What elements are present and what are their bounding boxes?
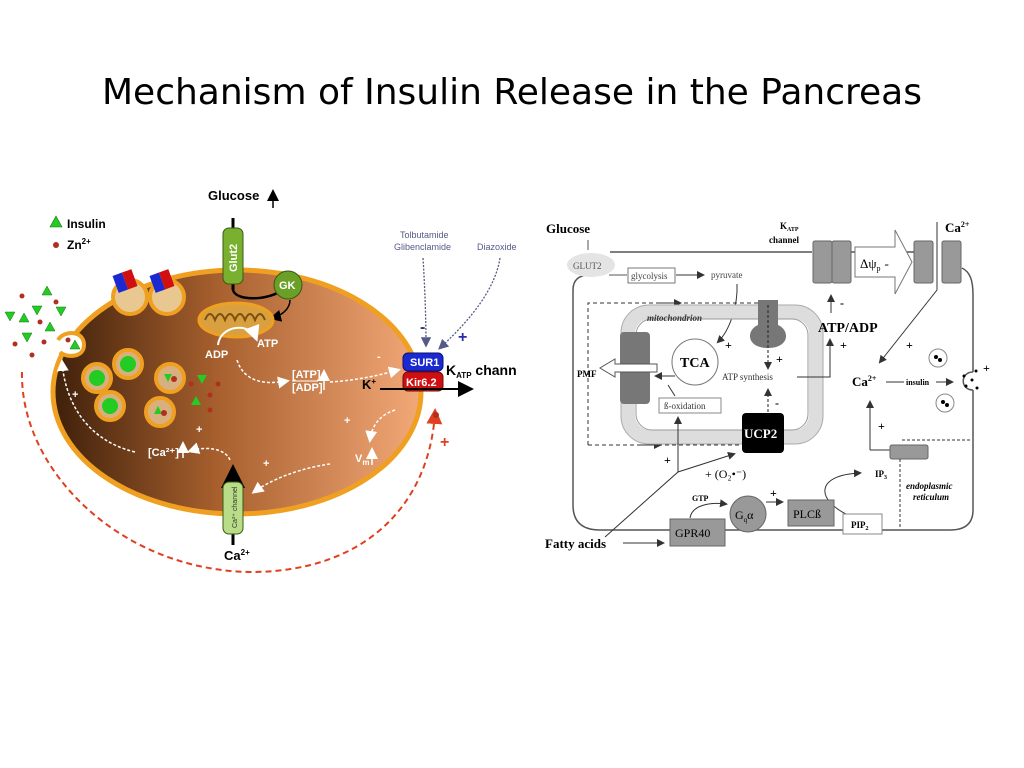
- pip2-box: [842, 513, 883, 535]
- atp-label: ATP: [257, 338, 278, 350]
- adp-label: ADP: [205, 349, 228, 361]
- drug-tolbutamide: Tolbutamide: [400, 230, 449, 240]
- slide-title: Mechanism of Insulin Release in the Panc…: [101, 72, 922, 113]
- plcb-enzyme: [787, 499, 835, 527]
- glut2-transporter: [222, 227, 244, 285]
- katp-channel-text: channel: [769, 235, 800, 245]
- er-plus: +: [878, 419, 885, 433]
- channel-plus: +: [263, 458, 269, 470]
- calcium-channel-label: Ca²⁺ channel: [232, 486, 239, 528]
- exocytosis-plus: +: [983, 361, 990, 375]
- tca-cycle: [671, 338, 719, 386]
- glut2-label-right: GLUT2: [573, 261, 602, 271]
- atp-synthase: [749, 300, 787, 348]
- katp-channel-right: [812, 240, 833, 284]
- feedback-plus: +: [440, 434, 449, 451]
- glycolysis-box: [627, 267, 676, 284]
- superoxide-label: + (O₂•⁻): [705, 467, 746, 481]
- er-label-line2: reticulum: [913, 492, 949, 502]
- gtp-label: GTP: [692, 494, 709, 503]
- ucp2-label: UCP2: [744, 426, 777, 441]
- katp-channel-label: KATP chann: [446, 362, 517, 380]
- insulin-vesicles-right: [928, 348, 979, 413]
- drug-glibenclamide: Glibenclamide: [394, 242, 451, 252]
- calcium-concentration: [Ca²⁺]: [148, 447, 179, 459]
- gk-label: GK: [279, 280, 296, 292]
- synthesis-plus: +: [776, 352, 783, 366]
- drug-minus: -: [420, 319, 425, 336]
- fatty-acid-plus: +: [664, 453, 671, 467]
- insulin-legend-icon: [49, 215, 63, 228]
- er-label-line1: endoplasmic: [906, 481, 953, 491]
- delta-psi-label: Δψp-: [860, 256, 889, 273]
- fatty-acids-label: Fatty acids: [545, 536, 606, 551]
- calcium-label-right: Ca2+: [945, 220, 970, 235]
- ip3-receptor: [889, 444, 929, 460]
- calcium-cytosol-label: Ca2+: [852, 374, 877, 389]
- glycolysis-label: glycolysis: [631, 271, 668, 281]
- calcium-plus: +: [906, 338, 913, 352]
- secretion-plus: +: [72, 389, 78, 401]
- plcb-label: PLCß: [793, 507, 821, 521]
- pip2-label: PIP2: [851, 520, 869, 532]
- beta-oxidation-box: [658, 397, 722, 414]
- glucose-label-right: Glucose: [546, 221, 590, 236]
- sur1-subunit: [402, 352, 444, 372]
- glut2-transporter-right: [567, 253, 615, 277]
- released-insulin: [4, 285, 81, 350]
- katp-minus: -: [840, 296, 844, 310]
- tca-plus: +: [725, 338, 732, 352]
- beta-oxidation-label: ß-oxidation: [664, 401, 706, 411]
- gq-plus: +: [770, 486, 777, 500]
- released-zinc: [12, 293, 71, 358]
- vm-plus: +: [344, 415, 350, 427]
- membrane-potential-label: Vm: [355, 453, 369, 467]
- pmf-label: PMF: [577, 369, 597, 379]
- kir62-subunit: [402, 371, 444, 392]
- kir62-label: Kir6.2: [406, 377, 437, 389]
- atp-adp-label: ATP/ADP: [818, 321, 878, 336]
- glucose-label: Glucose: [208, 188, 259, 203]
- atp-ratio-numerator: [ATP]: [292, 369, 321, 381]
- gq-alpha-label: Gqα: [735, 508, 754, 524]
- feedback-arrow: [20, 371, 443, 574]
- legend-zinc: Zn2+: [67, 237, 91, 252]
- beta-cell-diagram: + Insulin Zn2+ Glucose Glut2 GK: [4, 188, 517, 574]
- calcium-channel: [222, 481, 244, 535]
- exocytosis-notch: [56, 331, 87, 358]
- calcium-ion-label: Ca2+: [224, 548, 250, 563]
- gq-alpha: [729, 495, 767, 533]
- atp-synthesis-label: ATP synthesis: [722, 372, 773, 382]
- legend-insulin: Insulin: [67, 217, 106, 231]
- atpadp-plus: +: [840, 338, 847, 352]
- docked-vesicles: [111, 269, 186, 316]
- calcium-channel-right: [913, 240, 934, 284]
- pyruvate-label: pyruvate: [711, 270, 743, 280]
- insulin-label-right: insulin: [906, 378, 930, 387]
- glut2-label: Glut2: [228, 244, 240, 272]
- atp-ratio-denominator: [ADP]: [292, 382, 323, 394]
- signaling-diagram: Glucose GLUT2 glycolysis pyruvate KATP c…: [545, 220, 990, 551]
- membrane-potential-arrow: [854, 229, 913, 295]
- drug-diazoxide: Diazoxide: [477, 242, 517, 252]
- tca-label: TCA: [680, 356, 710, 371]
- gk-enzyme: [273, 270, 303, 300]
- cytosol-plus: +: [196, 424, 202, 436]
- mitochondrion-label: mitochondrion: [647, 313, 702, 323]
- katp-label-right: KATP: [780, 221, 799, 233]
- ucp2-protein: [742, 413, 784, 453]
- k-ion-label: K+: [362, 377, 376, 392]
- gpr40-label: GPR40: [675, 526, 710, 540]
- gpr40-receptor: [669, 518, 726, 547]
- ip3-label: IP3: [875, 469, 887, 481]
- drug-plus: +: [458, 329, 467, 346]
- sur1-label: SUR1: [410, 357, 439, 369]
- insulin-granules: [81, 348, 186, 428]
- ucp2-minus: -: [775, 396, 779, 410]
- zinc-legend-icon: [53, 242, 59, 248]
- cytosolic-insulin-zinc: [188, 375, 221, 413]
- ratio-minus: -: [377, 351, 381, 363]
